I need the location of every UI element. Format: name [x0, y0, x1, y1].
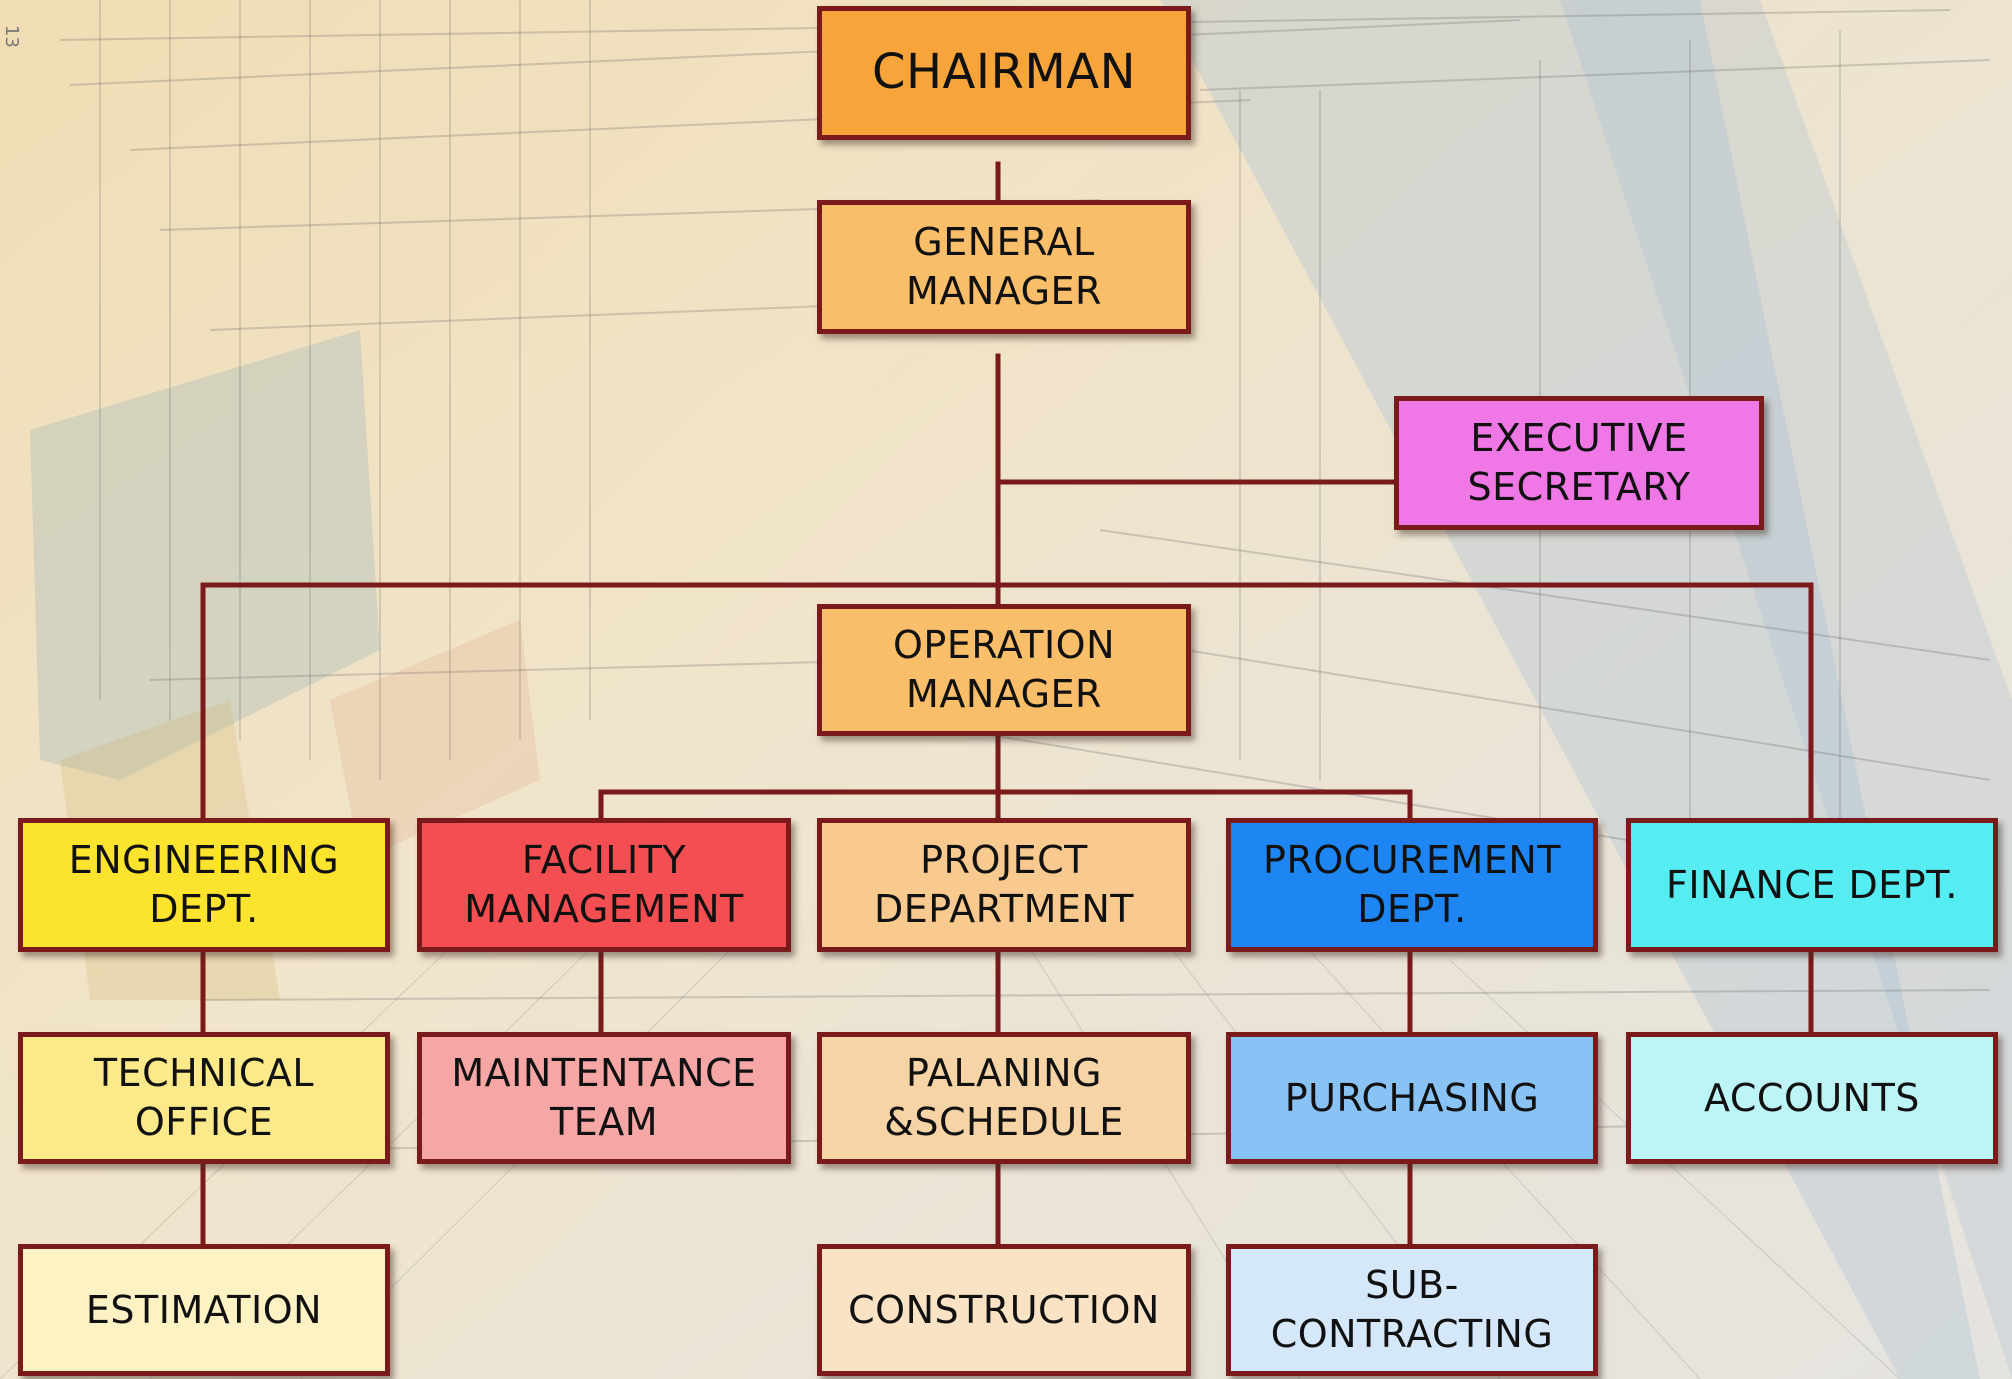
connector-top-branch	[200, 582, 1814, 821]
connector-middle-branch	[598, 789, 1413, 821]
node-accounts: ACCOUNTS	[1626, 1032, 1998, 1164]
node-subcontracting: SUB- CONTRACTING	[1226, 1244, 1598, 1376]
node-finance-dept: FINANCE DEPT.	[1626, 818, 1998, 952]
node-procurement-dept-label: PROCUREMENT DEPT.	[1263, 838, 1561, 931]
node-facility-management: FACILITY MANAGEMENT	[417, 818, 791, 952]
node-maintenance-team-label: MAINTENTANCE TEAM	[451, 1051, 757, 1144]
node-maintenance-team: MAINTENTANCE TEAM	[417, 1032, 791, 1164]
node-planning-schedule: PALANING &SCHEDULE	[817, 1032, 1191, 1164]
node-executive-secretary: EXECUTIVE SECRETARY	[1394, 396, 1764, 530]
node-finance-dept-label: FINANCE DEPT.	[1665, 862, 1958, 907]
node-project-department: PROJECT DEPARTMENT	[817, 818, 1191, 952]
node-engineering-dept: ENGINEERING DEPT.	[18, 818, 390, 952]
page-number: 13	[0, 25, 22, 48]
node-engineering-dept-label: ENGINEERING DEPT.	[68, 838, 340, 931]
node-planning-schedule-label: PALANING &SCHEDULE	[884, 1051, 1124, 1144]
node-purchasing: PURCHASING	[1226, 1032, 1598, 1164]
node-accounts-label: ACCOUNTS	[1704, 1075, 1920, 1120]
node-executive-secretary-label: EXECUTIVE SECRETARY	[1467, 416, 1691, 509]
node-chairman: CHAIRMAN	[817, 6, 1191, 140]
node-operation-manager-label: OPERATION MANAGER	[893, 623, 1115, 716]
node-procurement-dept: PROCUREMENT DEPT.	[1226, 818, 1598, 952]
node-subcontracting-label: SUB- CONTRACTING	[1270, 1263, 1554, 1356]
node-chairman-label: CHAIRMAN	[871, 44, 1137, 101]
node-project-department-label: PROJECT DEPARTMENT	[873, 838, 1135, 931]
node-estimation: ESTIMATION	[18, 1244, 390, 1376]
node-facility-management-label: FACILITY MANAGEMENT	[464, 838, 744, 931]
node-general-manager-label: GENERAL MANAGER	[906, 220, 1102, 313]
node-construction: CONSTRUCTION	[817, 1244, 1191, 1376]
node-operation-manager: OPERATION MANAGER	[817, 604, 1191, 736]
node-construction-label: CONSTRUCTION	[848, 1287, 1160, 1332]
node-technical-office: TECHNICAL OFFICE	[18, 1032, 390, 1164]
node-technical-office-label: TECHNICAL OFFICE	[93, 1051, 315, 1144]
node-estimation-label: ESTIMATION	[85, 1287, 323, 1332]
node-purchasing-label: PURCHASING	[1284, 1075, 1540, 1120]
node-general-manager: GENERAL MANAGER	[817, 200, 1191, 334]
